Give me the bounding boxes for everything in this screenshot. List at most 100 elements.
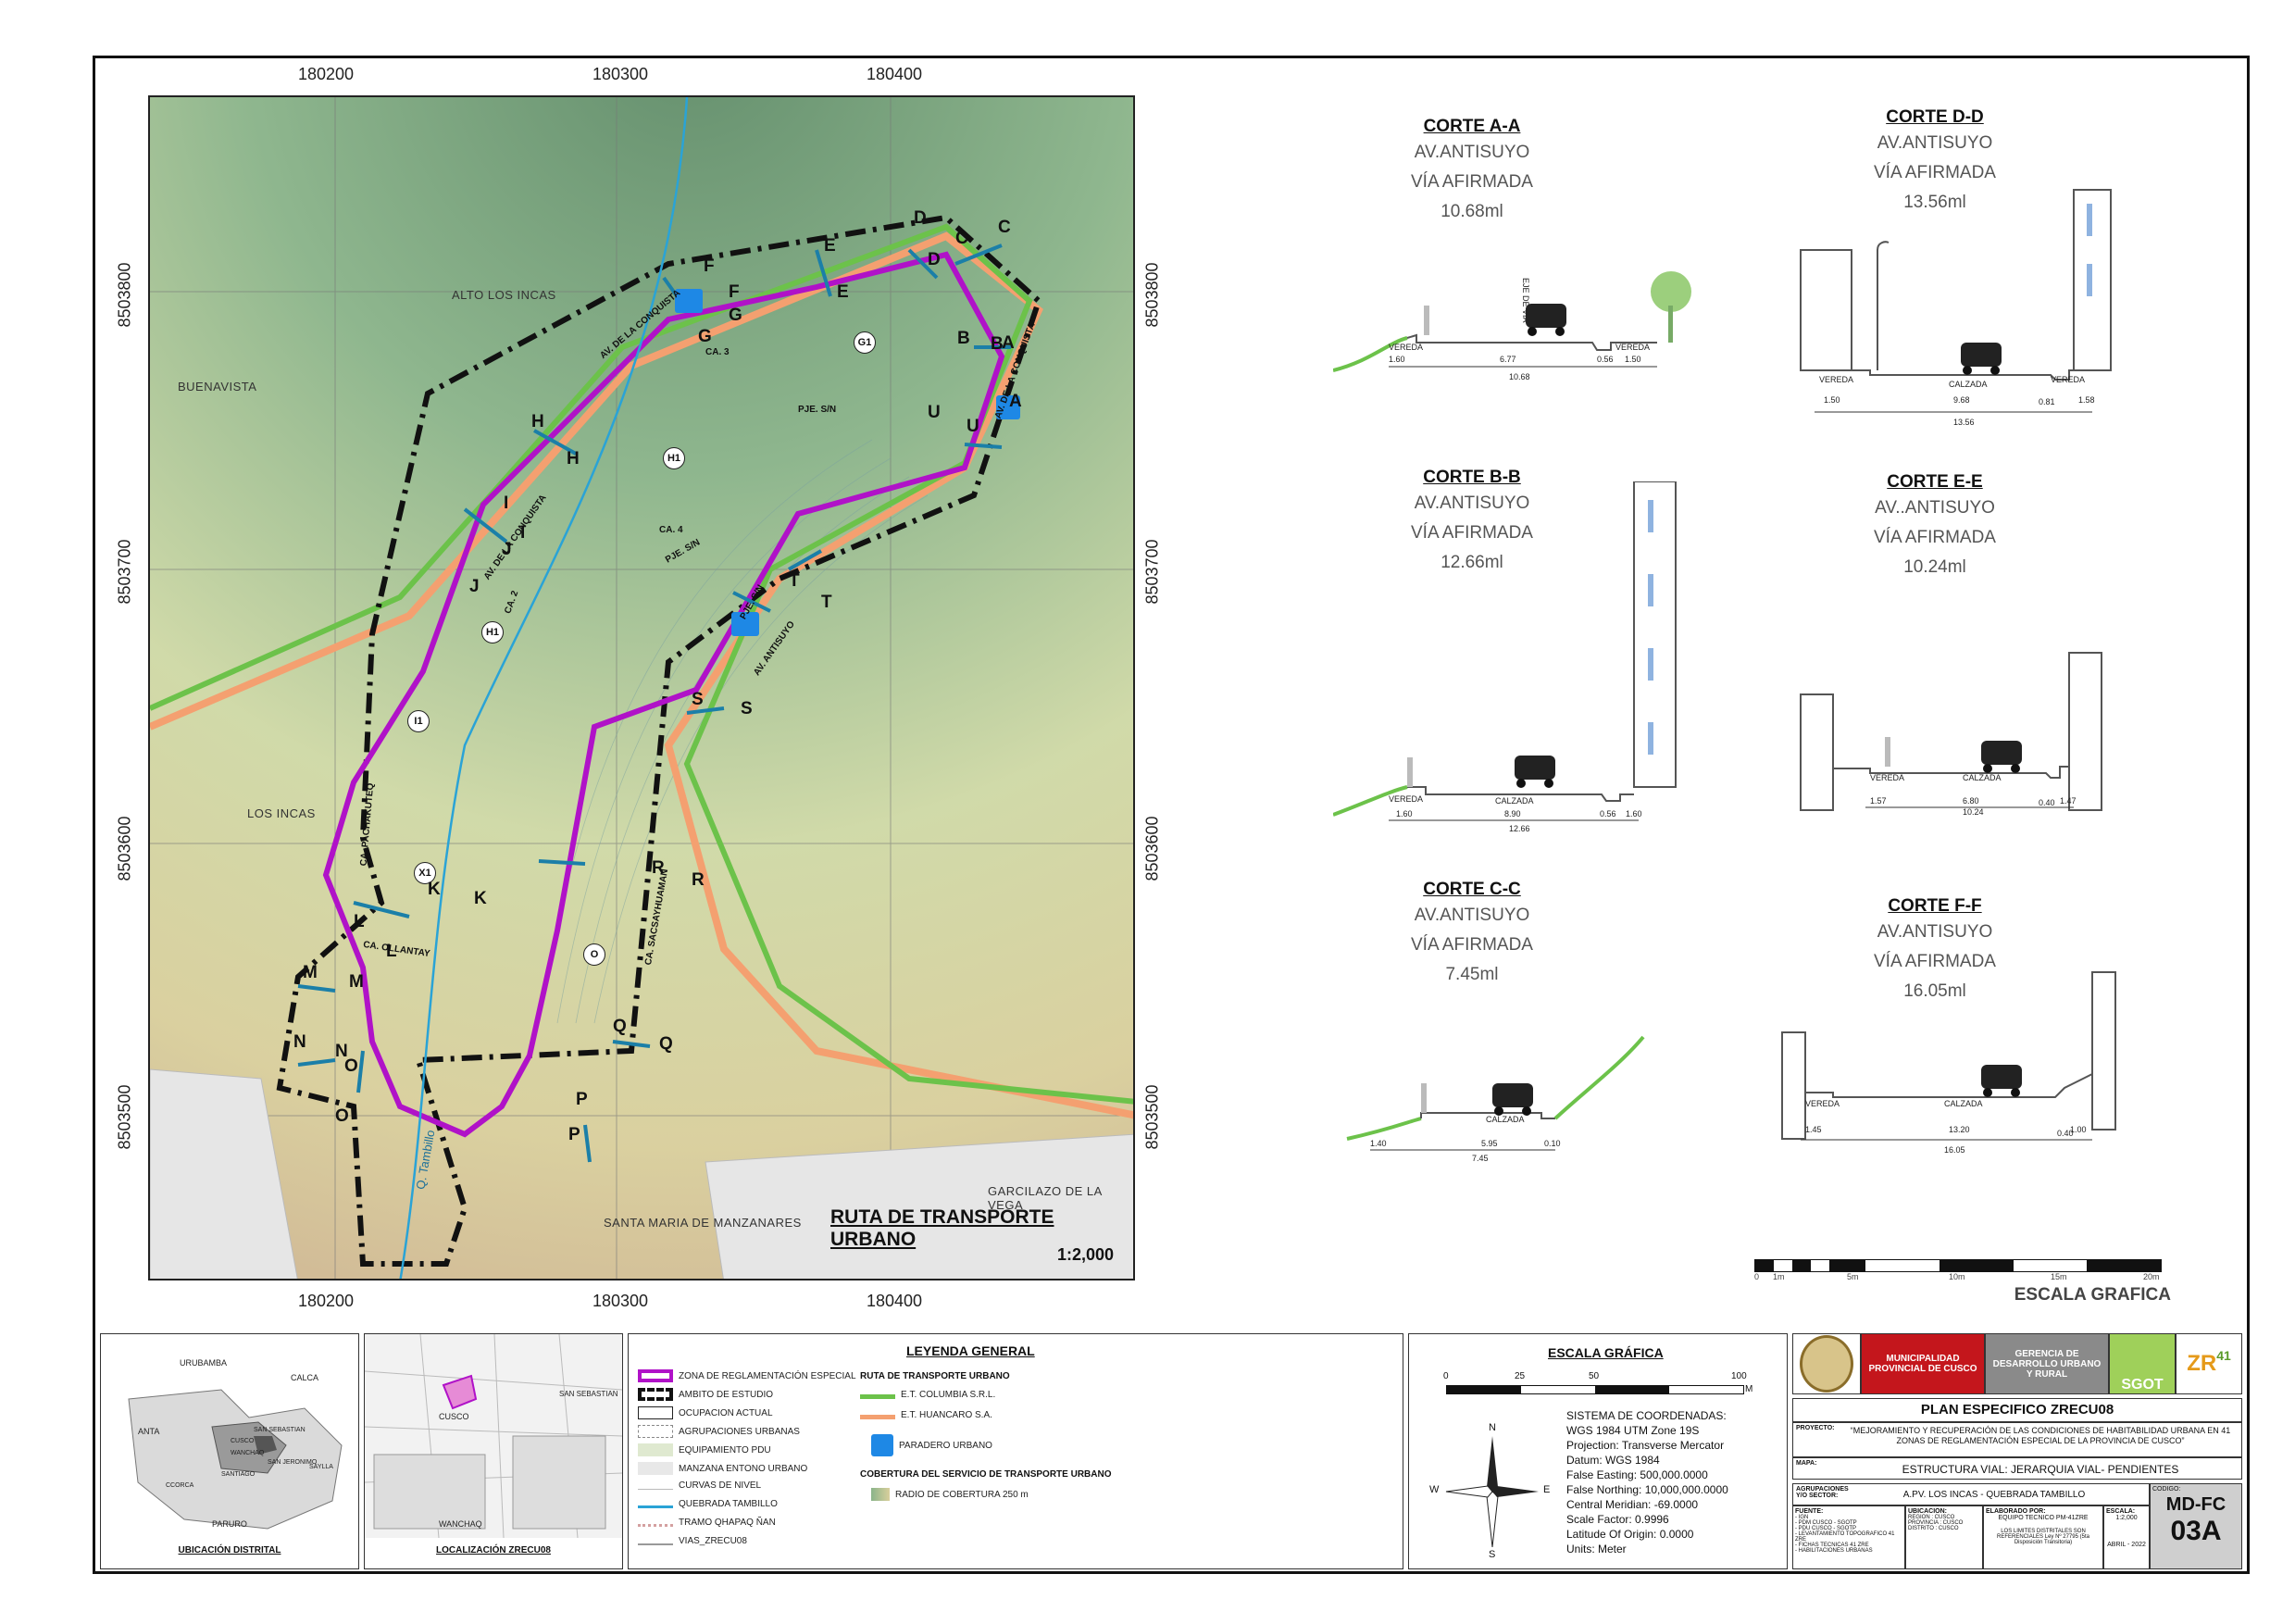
dim-4: 1.60 [1626,809,1642,818]
lot-h1-a[interactable]: H1 [663,447,685,469]
section-b-1[interactable]: B [957,329,970,348]
compass-w: W [1429,1484,1440,1495]
zone-san-sebastian: SAN SEBASTIAN [559,1390,618,1398]
section-l-2[interactable]: L [386,942,397,961]
district-wanchaq: WANCHAQ [231,1450,265,1456]
drawing-e-e: 1.57 6.80 0.40 1.47 10.24 VEREDA CALZADA [1800,652,2102,815]
section-h-1[interactable]: H [531,412,544,431]
section-d-1[interactable]: D [914,208,927,228]
org-gerencia: GERENCIA DE DESARROLLO URBANO Y RURAL [1985,1333,2109,1394]
section-n-2[interactable]: N [335,1042,348,1061]
logo-zr-num: 41 [2216,1348,2231,1363]
dim-total: 10.24 [1963,807,1984,815]
drawing-a-a: 1.60 6.77 0.56 1.50 10.68 VEREDA VEREDA … [1333,271,1691,381]
district-anta: ANTA [138,1427,160,1436]
section-r-2[interactable]: R [692,870,705,890]
section-q-2[interactable]: Q [659,1034,673,1054]
agrupacion-label: AGRUPACIONES Y/O SECTOR: [1796,1486,1849,1499]
x-tick-top-2: 180300 [592,65,649,83]
section-p-2[interactable]: P [568,1125,580,1144]
gs-tick-0: 0 [1443,1371,1449,1381]
section-j-1[interactable]: J [502,540,512,559]
section-a-2[interactable]: A [1009,392,1022,411]
corte-road: AV.ANTISUYO [1414,493,1530,513]
section-a-1[interactable]: A [1002,333,1015,353]
corte-f-f: CORTE F-F AV.ANTISUYO VÍA AFIRMADA 16.05… [1796,896,2074,1002]
section-f-2[interactable]: F [729,282,740,302]
graphic-scale-title: ESCALA GRÁFICA [1548,1345,1664,1360]
section-g-1[interactable]: G [698,327,712,346]
section-u-1[interactable]: U [928,403,941,422]
legend-item-quebrada: QUEBRADA TAMBILLO [638,1499,778,1509]
zone-location-map[interactable]: CUSCO WANCHAQ SAN SEBASTIAN LOCALIZACIÓN… [364,1333,623,1569]
dim-3: 0.40 [2039,798,2055,807]
section-s-1[interactable]: S [692,690,704,709]
lot-i1[interactable]: I1 [407,710,430,732]
zone-map-canvas [364,1333,623,1539]
dim-3: 0.56 [1600,809,1616,818]
legend-title: LEYENDA GENERAL [906,1343,1035,1358]
corte-e-e: CORTE E-E AV..ANTISUYO VÍA AFIRMADA 10.2… [1796,472,2074,578]
legend-item-ambito: AMBITO DE ESTUDIO [638,1388,773,1401]
section-j-2[interactable]: J [469,577,480,596]
section-e-1[interactable]: E [824,236,836,256]
scale-bar-title: ESCALA GRAFICA [2014,1285,2171,1305]
section-k-1[interactable]: K [428,880,441,899]
section-p-1[interactable]: P [576,1090,588,1109]
section-u-2[interactable]: U [967,417,979,436]
fuente-cell: FUENTE: - IGN - PDM CUSCO - SGOTP - PDU … [1792,1505,1905,1569]
section-t-2[interactable]: T [821,593,832,612]
section-i-1[interactable]: I [504,493,509,513]
elaborado-label: ELABORADO POR: [1986,1508,2046,1515]
section-m-1[interactable]: M [303,963,318,982]
section-l-1[interactable]: L [354,912,365,931]
dim-total: 13.56 [1953,418,1975,427]
section-i-2[interactable]: I [520,523,526,543]
section-t-1[interactable]: T [789,571,800,591]
lot-x1[interactable]: X1 [414,862,436,884]
street-ca-3: CA. 3 [705,347,730,357]
mapa-row: MAPA: ESTRUCTURA VIAL: JERARQUIA VIAL- P… [1792,1457,2242,1480]
car-icon [1981,1065,2022,1089]
section-b-2[interactable]: B [991,334,1004,354]
section-d-2[interactable]: D [928,250,941,269]
section-m-2[interactable]: M [349,972,364,992]
legend-item-agrupaciones: AGRUPACIONES URBANAS [638,1425,800,1438]
legend-route-columbia: E.T. COLUMBIA S.R.L. [860,1390,995,1400]
coordinates-panel: ESCALA GRÁFICA 0 25 50 100 M N S E W SIS… [1408,1333,1788,1569]
main-map[interactable]: ALTO LOS INCAS BUENAVISTA LOS INCAS SANT… [148,95,1135,1280]
district-location-map[interactable]: URUBAMBA CALCA ANTA PARURO CCORCA SANTIA… [100,1333,359,1569]
section-h-2[interactable]: H [567,449,580,468]
municipal-seal [1792,1333,1861,1394]
lot-g1[interactable]: G1 [854,331,876,354]
corte-b-b: CORTE B-B AV.ANTISUYO VÍA AFIRMADA 12.66… [1333,468,1611,573]
corte-d-d: CORTE D-D AV.ANTISUYO VÍA AFIRMADA 13.56… [1796,107,2074,213]
codigo-cell: CODIGO: MD-FC 03A [2150,1483,2242,1569]
label-calzada: CALZADA [1963,773,2002,782]
tree-icon [1651,271,1691,312]
dim-total: 16.05 [1944,1145,1965,1155]
section-e-2[interactable]: E [837,282,849,302]
section-n-1[interactable]: N [293,1032,306,1052]
section-s-2[interactable]: S [741,699,753,718]
label-vereda: VEREDA [1389,343,1423,352]
section-q-1[interactable]: Q [613,1017,627,1036]
section-o-1[interactable]: O [344,1056,358,1076]
car-icon [1515,756,1555,780]
label-vereda-2: VEREDA [2051,375,2085,384]
y-tick-left-4: 8503500 [115,1084,134,1150]
section-g-2[interactable]: G [729,306,742,325]
section-o-2[interactable]: O [335,1106,349,1126]
section-c-1[interactable]: C [998,218,1011,237]
lot-o[interactable]: O [583,943,605,966]
section-r-1[interactable]: R [652,858,665,878]
section-f-1[interactable]: F [704,256,715,276]
bus-stop-2 [731,612,759,636]
dim-3: 0.81 [2039,397,2055,406]
lot-h1-b[interactable]: H1 [481,621,504,643]
section-c-2[interactable]: C [955,229,968,248]
section-k-2[interactable]: K [474,889,487,908]
corte-width: 10.68ml [1441,202,1503,221]
scale-tick: 1m [1773,1272,1785,1281]
building-left [1781,1031,1806,1140]
